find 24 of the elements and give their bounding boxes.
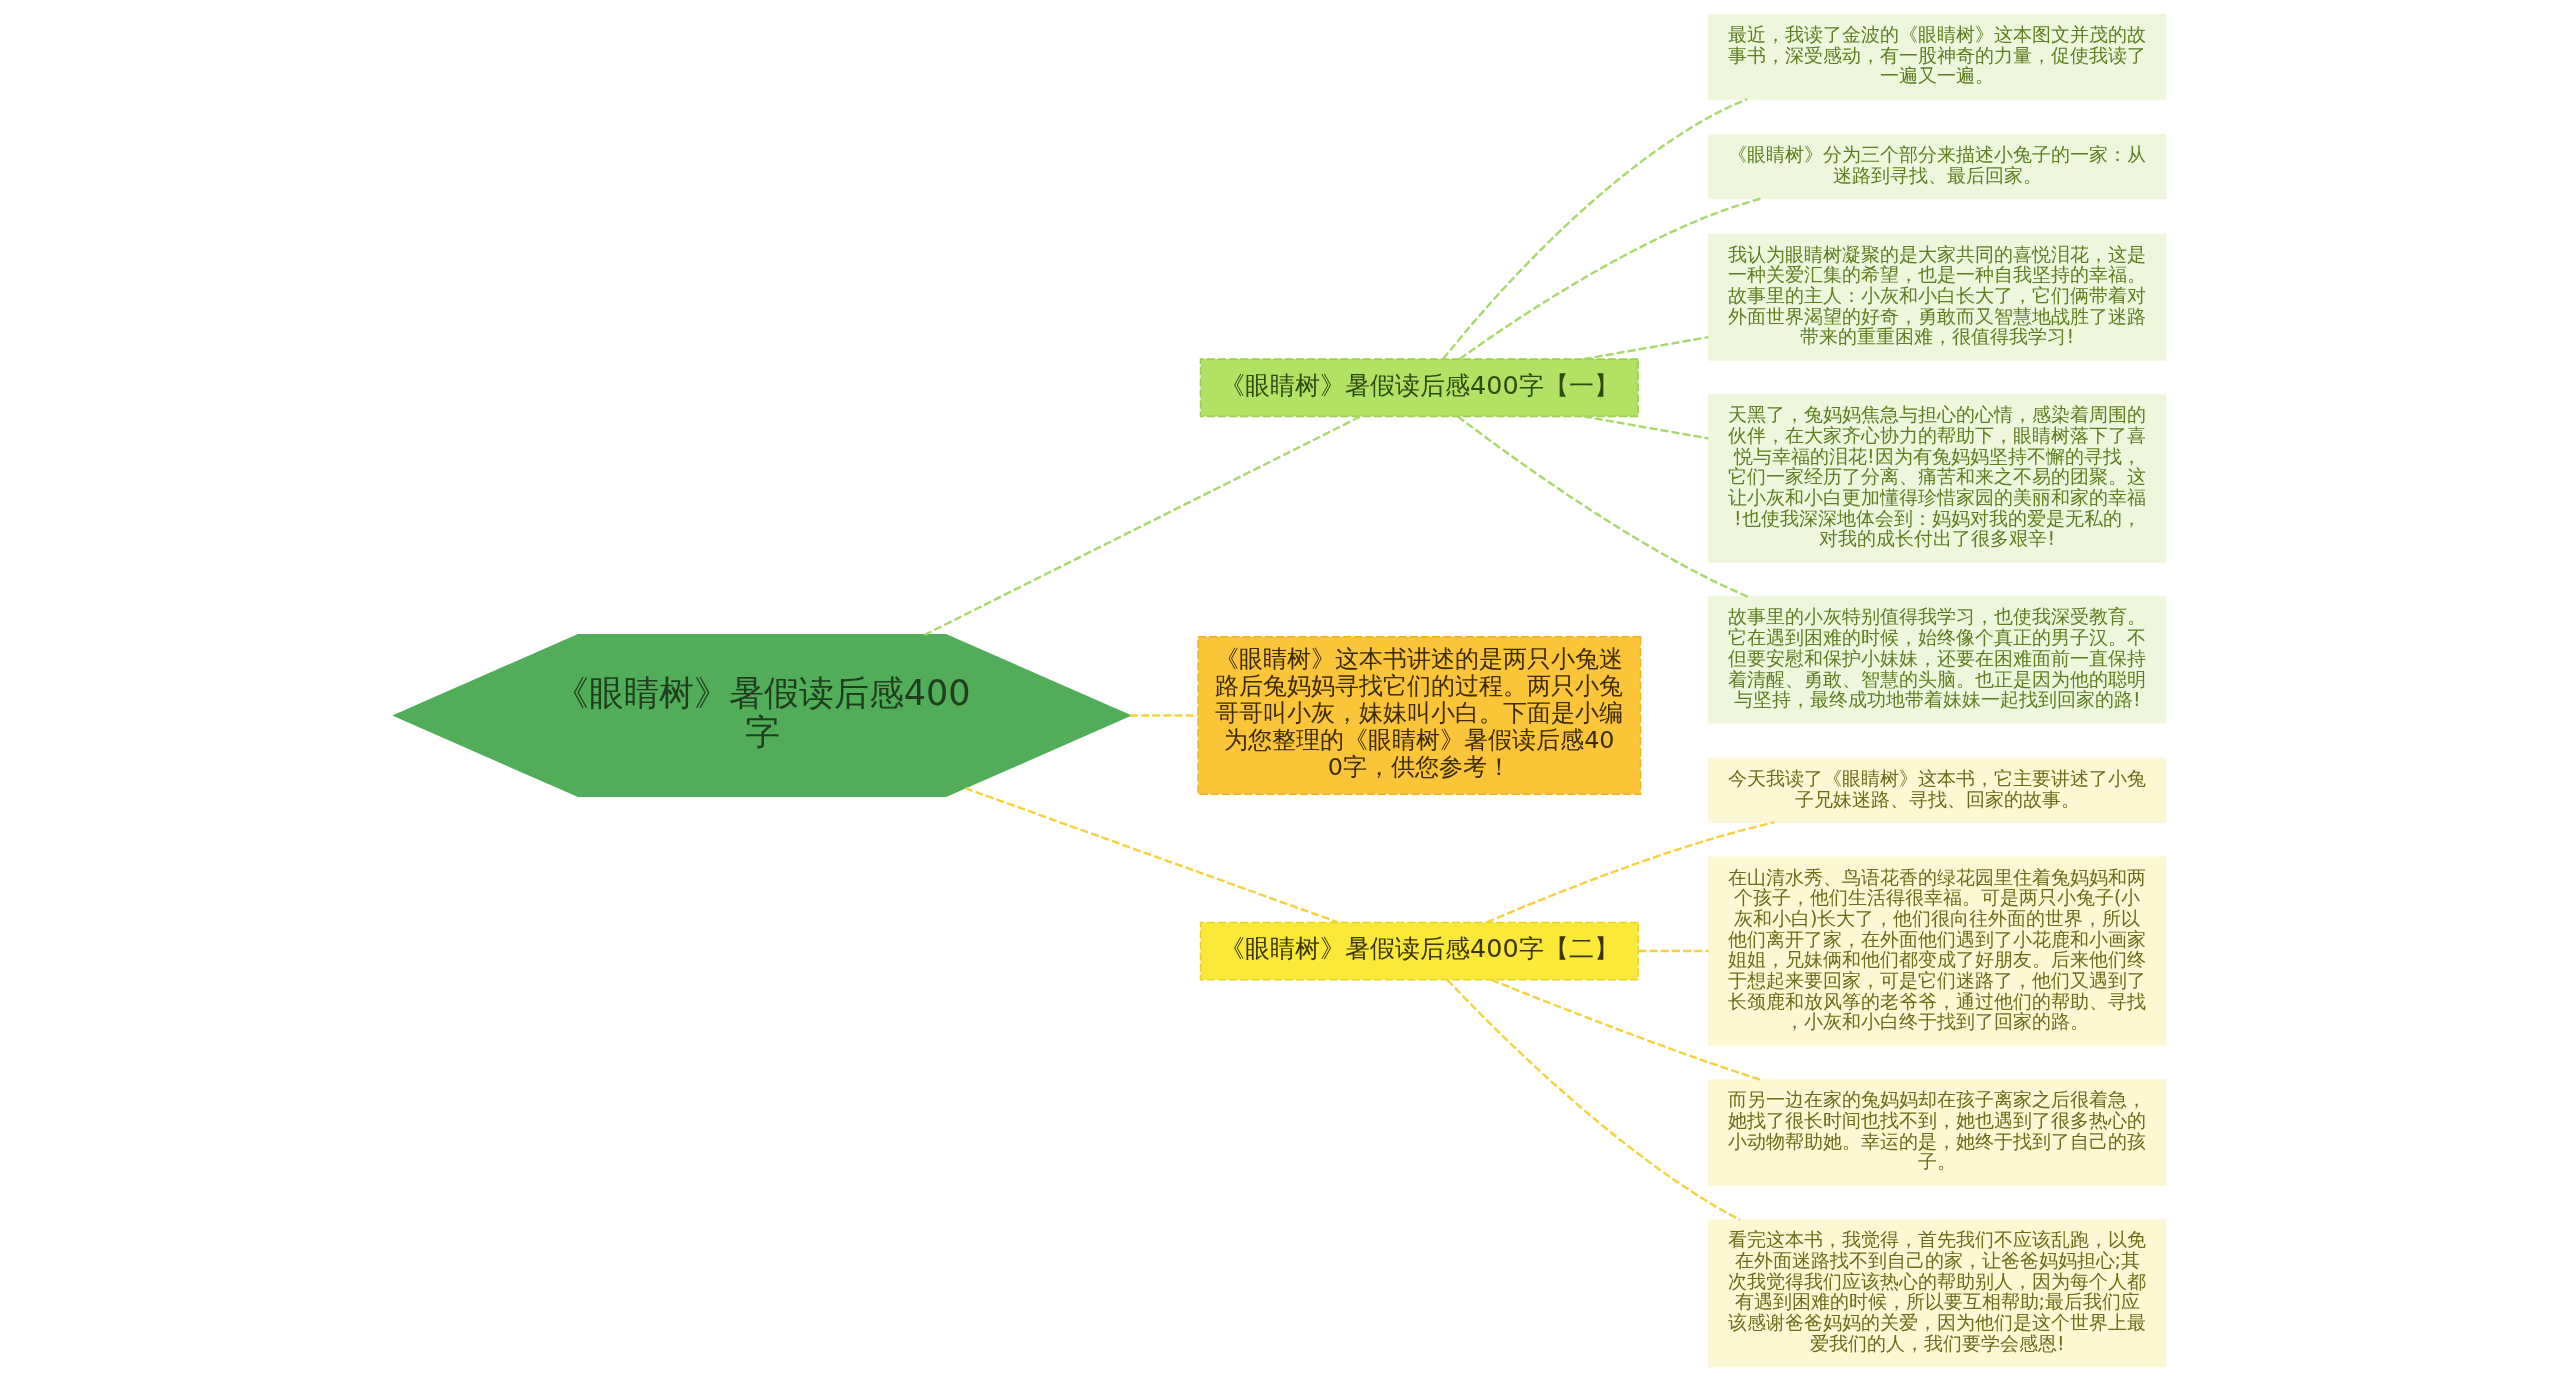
node-box: 我认为眼睛树凝聚的是大家共同的喜悦泪花，这是一种关爱汇集的希望，也是一种自我坚持的幸福。故事里的主人：小灰和小白长大了，它们俩带着对外面世界渴望的好奇，勇敢而又智慧地战胜了迷路带来的重重困难，很值得我学习!: [1708, 233, 2167, 361]
node-box: 故事里的小灰特别值得我学习，也使我深受教育。它在遇到困难的时候，始终像个真正的男子汉。不但要安慰和保护小妹妹，还要在困难面前一直保持着清醒、勇敢、智慧的头脑。也正是因为他的聪明与坚持，最终成功地带着妹妹一起找到回家的路!: [1708, 596, 2167, 724]
connector: [1491, 978, 1762, 1081]
node-box: 看完这本书，我觉得，首先我们不应该乱跑，以免在外面迷路找不到自己的家，让爸爸妈妈担心;其次我觉得我们应该热心的帮助别人，因为每个人都有遇到困难的时候，所以要互相帮助;最后我们应该感谢爸爸妈妈的关爱，因为他们是这个世界上最爱我们的人，我们要学会感恩!: [1708, 1219, 2167, 1368]
node-box: 《眼睛树》暑假读后感400字【一】: [1199, 358, 1639, 418]
connector: [1486, 821, 1775, 924]
node-box: 《眼睛树》暑假读后感400字【二】: [1199, 921, 1639, 981]
node-box: 《眼睛树》分为三个部分来描述小兔子的一家：从迷路到寻找、最后回家。: [1708, 133, 2167, 200]
node-box: 而另一边在家的兔妈妈却在孩子离家之后很着急，她找了很长时间也找不到，她也遇到了很多热心的小动物帮助她。幸运的是，她终于找到了自己的孩子。: [1708, 1079, 2167, 1186]
connector: [923, 415, 1361, 636]
connector: [1583, 415, 1709, 440]
node-box: 今天我读了《眼睛树》这本书，它主要讲述了小兔子兄妹迷路、寻找、回家的故事。: [1708, 757, 2167, 823]
node-box: 最近，我读了金波的《眼睛树》这本图文并茂的故事书，深受感动，有一股神奇的力量，促使我读了一遍又一遍。: [1708, 13, 2167, 100]
connector: [1459, 197, 1762, 360]
node-box: 天黑了，兔妈妈焦急与担心的心情，感染着周围的伙伴，在大家齐心协力的帮助下，眼睛树落下了喜悦与幸福的泪花!因为有兔妈妈坚持不懈的寻找，它们一家经历了分离、痛苦和来之不易的团聚。这让小灰和小白更加懂得珍惜家园的美丽和家的幸福!也使我深深地体会到：妈妈对我的爱是无私的，对我的成长付出了很多艰辛!: [1708, 394, 2167, 563]
connector: [1638, 949, 1709, 953]
connector: [1583, 335, 1709, 361]
connector: [1446, 979, 1741, 1221]
connector: [1442, 98, 1748, 360]
node-box: 在山清水秀、鸟语花香的绿花园里住着兔妈妈和两个孩子，他们生活得很幸福。可是两只小兔子(小灰和小白)长大了，他们很向往外面的世界，所以他们离开了家，在外面他们遇到了小花鹿和小画家姐姐，兄妹俩和他们都变成了好朋友。后来他们终于想起来要回家，可是它们迷路了，他们又遇到了长颈鹿和放风筝的老爷爷，通过他们的帮助、寻找，小灰和小白终于找到了回家的路。: [1708, 856, 2167, 1046]
node-box: 《眼睛树》这本书讲述的是两只小兔迷路后兔妈妈寻找它们的过程。两只小兔哥哥叫小灰，妹妹叫小白。下面是小编为您整理的《眼睛树》暑假读后感400字，供您参考！: [1197, 636, 1642, 796]
connector: [964, 787, 1339, 924]
connector: [1457, 415, 1750, 599]
connector: [1129, 714, 1198, 717]
